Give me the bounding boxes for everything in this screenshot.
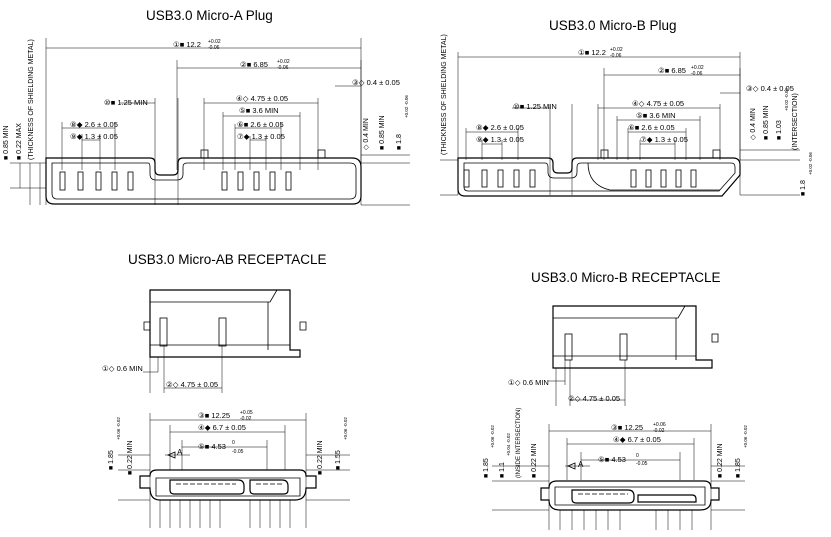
- mbr-dim-3-tol-up: +0.06: [653, 422, 666, 428]
- ma-dim-6: ⑥■ 2.6 ± 0.05: [237, 120, 284, 129]
- ma-vright-1: ◇ 0.4 MIN: [363, 118, 370, 150]
- ma-dim-9: ⑨◆ 1.3 ± 0.05: [70, 132, 118, 141]
- mb-dim-6: ⑥■ 2.6 ± 0.05: [628, 123, 675, 132]
- mb-dim-1-tol-up: +0.02: [610, 47, 623, 53]
- mab-dim-5: ⑤■ 4.53: [198, 442, 226, 451]
- ma-vleft-1: ■ 0.85 MIN: [3, 125, 10, 160]
- ma-dim-2-tol-dn: -0.06: [277, 65, 289, 71]
- ma-dim-3: ③◇ 0.4 ± 0.05: [352, 78, 400, 87]
- ma-dim-1-tol-up: +0.02: [208, 39, 221, 45]
- ma-dim-7: ⑦◆ 1.3 ± 0.05: [237, 132, 285, 141]
- ma-vleft-3: (THICKNESS OF SHIELDING METAL): [28, 39, 35, 160]
- mbr-vleft-1-tol: +0.06 -0.02: [490, 425, 495, 448]
- mab-vright-2: ■ 1.55: [335, 450, 342, 470]
- mb-vright-5-tol: +0.02 -0.06: [808, 152, 813, 175]
- mb-vright-1: ◇ 0.4 MIN: [750, 108, 757, 140]
- mbr-vright-2: ■ 1.85: [735, 458, 742, 478]
- mbr-dim-5-tol-up: 0: [636, 453, 639, 459]
- mb-dim-1-tol-dn: -0.06: [610, 53, 622, 59]
- mbr-dim-4: ④◆ 6.7 ± 0.05: [613, 435, 661, 444]
- mbr-dim-2: ②◇ 4.75 ± 0.05: [568, 394, 620, 403]
- micro-b-plug-drawing: [440, 52, 800, 197]
- mab-dim-5-tol-up: 0: [232, 440, 235, 446]
- mbr-vleft-4: ■ 0.22 MIN: [531, 443, 538, 478]
- mab-vright-1: ■ 0.22 MIN: [317, 440, 324, 475]
- micro-ab-receptacle-side: [143, 289, 307, 393]
- mb-vright-4: (INTERSECTION): [792, 93, 799, 150]
- mb-dim-7: ⑦◆ 1.3 ± 0.05: [640, 135, 688, 144]
- ma-dim-5: ⑤■ 3.6 MIN: [239, 106, 279, 115]
- mbr-vleft-3: (INSIDE INTERSECTION): [516, 408, 522, 478]
- mbr-letter-a: A: [578, 460, 584, 469]
- title-micro-ab-receptacle: USB3.0 Micro-AB RECEPTACLE: [128, 252, 327, 267]
- mab-dim-4: ④◆ 6.7 ± 0.05: [198, 423, 246, 432]
- mbr-vleft-2-tol: +0.04 -0.02: [506, 433, 511, 456]
- ma-vleft-2: ■ 0.22 MAX: [16, 123, 23, 160]
- mab-vright-2-tol: +0.06 -0.02: [343, 417, 348, 440]
- micro-b-receptacle-front: [492, 424, 745, 530]
- mb-dim-3: ③◇ 0.4 ± 0.05: [746, 84, 794, 93]
- mbr-vright-2-tol: +0.06 -0.02: [743, 425, 748, 448]
- mb-vright-2: ■ 0.85 MIN: [763, 105, 770, 140]
- title-micro-b-plug: USB3.0 Micro-B Plug: [549, 18, 677, 33]
- mab-vleft-2: ■ 0.22 MIN: [127, 440, 134, 475]
- mb-vleft: (THICKNESS OF SHIELDING METAL): [441, 34, 448, 155]
- mb-dim-2-tol-up: +0.02: [691, 65, 704, 71]
- micro-b-receptacle-side: [548, 305, 719, 406]
- mbr-dim-3-tol-dn: -0.02: [653, 428, 665, 434]
- mb-dim-8: ⑧◆ 2.6 ± 0.05: [476, 123, 524, 132]
- mb-vright-3: ■ 1.03: [776, 120, 783, 140]
- mab-letter-a: A: [177, 448, 183, 457]
- mb-vright-3-tol: +0.02 -0.06: [784, 88, 789, 111]
- ma-dim-10: ⑩■ 1.25 MIN: [104, 98, 148, 107]
- mab-dim-3-tol-dn: -0.02: [240, 416, 252, 422]
- ma-dim-1: ①■ 12.2: [173, 40, 201, 49]
- ma-dim-2-tol-up: +0.02: [277, 59, 290, 65]
- mbr-vleft-2: ■ 1.1: [499, 462, 506, 478]
- mbr-dim-5-tol-dn: -0.05: [636, 461, 648, 467]
- mbr-vright-1: ■ 0.22 MIN: [717, 443, 724, 478]
- ma-dim-2: ②■ 6.85: [240, 60, 268, 69]
- micro-ab-receptacle-front: [118, 413, 350, 528]
- mbr-vleft-1: ■ 1.85: [483, 458, 490, 478]
- mb-dim-4: ④◇ 4.75 ± 0.05: [632, 99, 684, 108]
- mbr-dim-1: ①◇ 0.6 MIN: [508, 378, 549, 387]
- mab-dim-3-tol-up: +0.05: [240, 410, 253, 416]
- title-micro-a-plug: USB3.0 Micro-A Plug: [146, 8, 273, 23]
- micro-a-plug-drawing: [10, 38, 410, 206]
- ma-vright-3-tol: +0.02 -0.06: [404, 95, 409, 118]
- ma-vright-3: ■ 1.8: [396, 134, 403, 150]
- mb-dim-2: ②■ 6.85: [658, 66, 686, 75]
- mbr-dim-5: ⑤■ 4.53: [598, 455, 626, 464]
- mab-dim-3: ③■ 12.25: [198, 411, 230, 420]
- title-micro-b-receptacle: USB3.0 Micro-B RECEPTACLE: [531, 270, 721, 285]
- mb-dim-9: ⑨◆ 1.3 ± 0.05: [476, 135, 524, 144]
- mb-dim-2-tol-dn: -0.06: [691, 71, 703, 77]
- mab-vleft-1: ■ 1.85: [108, 450, 115, 470]
- mbr-dim-3: ③■ 12.25: [611, 423, 643, 432]
- mab-dim-5-tol-dn: -0.05: [232, 449, 244, 455]
- mb-dim-5: ⑤■ 3.6 MIN: [636, 111, 676, 120]
- ma-dim-1-tol-dn: -0.06: [208, 45, 220, 51]
- mab-dim-1: ①◇ 0.6 MIN: [102, 364, 143, 373]
- mab-dim-2: ②◇ 4.75 ± 0.05: [166, 380, 218, 389]
- mab-vleft-1-tol: +0.06 -0.02: [116, 417, 121, 440]
- mb-dim-10: ⑩■ 1.25 MIN: [513, 102, 557, 111]
- ma-vright-2: ■ 0.85 MIN: [379, 115, 386, 150]
- mb-dim-1: ①■ 12.2: [578, 48, 606, 57]
- mb-vright-5: ■ 1.8: [800, 180, 807, 196]
- ma-dim-8: ⑧◆ 2.6 ± 0.05: [70, 120, 118, 129]
- ma-dim-4: ④◇ 4.75 ± 0.05: [236, 94, 288, 103]
